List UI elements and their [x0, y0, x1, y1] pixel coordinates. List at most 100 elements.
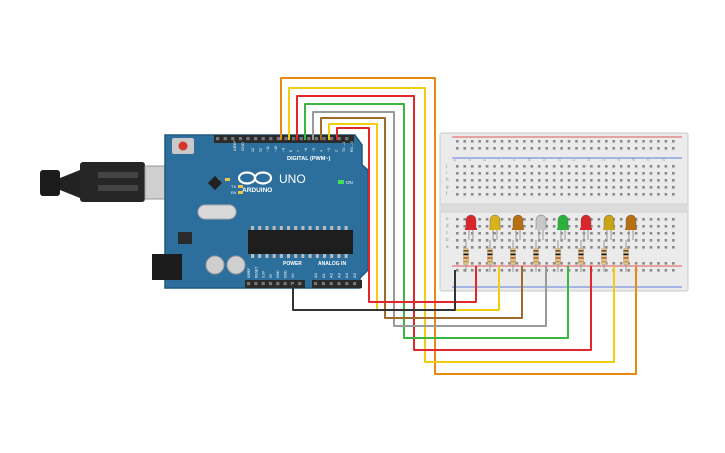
breadboard-hole[interactable]: [485, 179, 489, 182]
breadboard-hole[interactable]: [478, 165, 481, 168]
breadboard-hole[interactable]: [657, 246, 660, 249]
breadboard-hole[interactable]: [478, 225, 481, 228]
breadboard-hole[interactable]: [664, 269, 668, 272]
breadboard-hole[interactable]: [545, 140, 548, 143]
breadboard-hole[interactable]: [634, 179, 638, 182]
wire-green[interactable]: [304, 103, 569, 339]
breadboard-hole[interactable]: [530, 186, 534, 189]
breadboard-hole[interactable]: [552, 179, 556, 182]
breadboard-hole[interactable]: [537, 165, 541, 168]
breadboard-hole[interactable]: [664, 193, 668, 196]
breadboard-hole[interactable]: [456, 232, 459, 235]
breadboard-hole[interactable]: [649, 218, 653, 221]
resistor[interactable]: [533, 247, 539, 266]
header-pin-hole[interactable]: [254, 282, 258, 286]
breadboard-hole[interactable]: [664, 239, 668, 242]
breadboard-hole[interactable]: [567, 262, 571, 265]
resistor[interactable]: [555, 247, 561, 266]
breadboard-hole[interactable]: [582, 269, 586, 272]
breadboard-hole[interactable]: [530, 246, 534, 249]
wire-gnd[interactable]: [292, 270, 456, 311]
components[interactable]: [463, 214, 638, 272]
breadboard-hole[interactable]: [530, 239, 534, 242]
breadboard-hole[interactable]: [619, 262, 623, 265]
breadboard-hole[interactable]: [612, 239, 616, 242]
breadboard-hole[interactable]: [597, 186, 601, 189]
breadboard-hole[interactable]: [582, 147, 586, 150]
breadboard-hole[interactable]: [575, 193, 578, 196]
header-pin-hole[interactable]: [329, 282, 333, 286]
breadboard-hole[interactable]: [470, 179, 474, 182]
breadboard-hole[interactable]: [560, 172, 563, 175]
breadboard-hole[interactable]: [605, 186, 608, 189]
breadboard-hole[interactable]: [500, 262, 504, 265]
breadboard-hole[interactable]: [619, 172, 623, 175]
breadboard-hole[interactable]: [605, 246, 608, 249]
breadboard-hole[interactable]: [597, 140, 601, 143]
breadboard-hole[interactable]: [485, 225, 489, 228]
breadboard-hole[interactable]: [642, 225, 645, 228]
breadboard-hole[interactable]: [642, 147, 645, 150]
breadboard-hole[interactable]: [649, 179, 653, 182]
breadboard-hole[interactable]: [530, 218, 534, 221]
breadboard-hole[interactable]: [463, 193, 467, 196]
led-green[interactable]: [557, 214, 569, 230]
breadboard-hole[interactable]: [627, 246, 630, 249]
breadboard-hole[interactable]: [500, 246, 504, 249]
breadboard-hole[interactable]: [515, 172, 519, 175]
header-pin-hole[interactable]: [254, 137, 258, 141]
breadboard-hole[interactable]: [493, 269, 496, 272]
header-pin-hole[interactable]: [321, 282, 325, 286]
breadboard-hole[interactable]: [478, 232, 481, 235]
header-pin-hole[interactable]: [283, 282, 287, 286]
breadboard-hole[interactable]: [649, 193, 653, 196]
breadboard-hole[interactable]: [560, 165, 563, 168]
breadboard-hole[interactable]: [478, 172, 481, 175]
breadboard-hole[interactable]: [515, 186, 519, 189]
breadboard-hole[interactable]: [619, 232, 623, 235]
header-pin-hole[interactable]: [314, 137, 318, 141]
breadboard-hole[interactable]: [590, 172, 593, 175]
breadboard-hole[interactable]: [552, 193, 556, 196]
header-pin-hole[interactable]: [290, 282, 294, 286]
breadboard-hole[interactable]: [523, 246, 526, 249]
breadboard-hole[interactable]: [582, 246, 586, 249]
breadboard-hole[interactable]: [634, 165, 638, 168]
breadboard-hole[interactable]: [657, 262, 660, 265]
breadboard-hole[interactable]: [515, 147, 519, 150]
breadboard-hole[interactable]: [463, 239, 467, 242]
breadboard-hole[interactable]: [515, 193, 519, 196]
breadboard-hole[interactable]: [456, 262, 459, 265]
breadboard-hole[interactable]: [493, 232, 496, 235]
breadboard-hole[interactable]: [634, 172, 638, 175]
breadboard-hole[interactable]: [575, 232, 578, 235]
breadboard-hole[interactable]: [523, 147, 526, 150]
breadboard-hole[interactable]: [508, 186, 511, 189]
breadboard-hole[interactable]: [470, 165, 474, 168]
breadboard-hole[interactable]: [500, 269, 504, 272]
breadboard-hole[interactable]: [560, 140, 563, 143]
breadboard-hole[interactable]: [634, 140, 638, 143]
breadboard-hole[interactable]: [634, 147, 638, 150]
breadboard-hole[interactable]: [508, 246, 511, 249]
breadboard-hole[interactable]: [508, 262, 511, 265]
breadboard-hole[interactable]: [456, 140, 459, 143]
breadboard-hole[interactable]: [545, 172, 548, 175]
breadboard-hole[interactable]: [552, 172, 556, 175]
breadboard-hole[interactable]: [612, 147, 616, 150]
breadboard-hole[interactable]: [493, 140, 496, 143]
breadboard-hole[interactable]: [627, 140, 630, 143]
breadboard-hole[interactable]: [478, 140, 481, 143]
breadboard-hole[interactable]: [485, 269, 489, 272]
breadboard-hole[interactable]: [672, 232, 675, 235]
breadboard-hole[interactable]: [664, 262, 668, 265]
breadboard-hole[interactable]: [657, 172, 660, 175]
breadboard-hole[interactable]: [672, 269, 675, 272]
breadboard-hole[interactable]: [537, 147, 541, 150]
breadboard-hole[interactable]: [582, 172, 586, 175]
wire-red[interactable]: [296, 95, 592, 351]
breadboard-hole[interactable]: [463, 179, 467, 182]
breadboard-hole[interactable]: [582, 262, 586, 265]
breadboard-hole[interactable]: [590, 165, 593, 168]
breadboard-hole[interactable]: [597, 262, 601, 265]
